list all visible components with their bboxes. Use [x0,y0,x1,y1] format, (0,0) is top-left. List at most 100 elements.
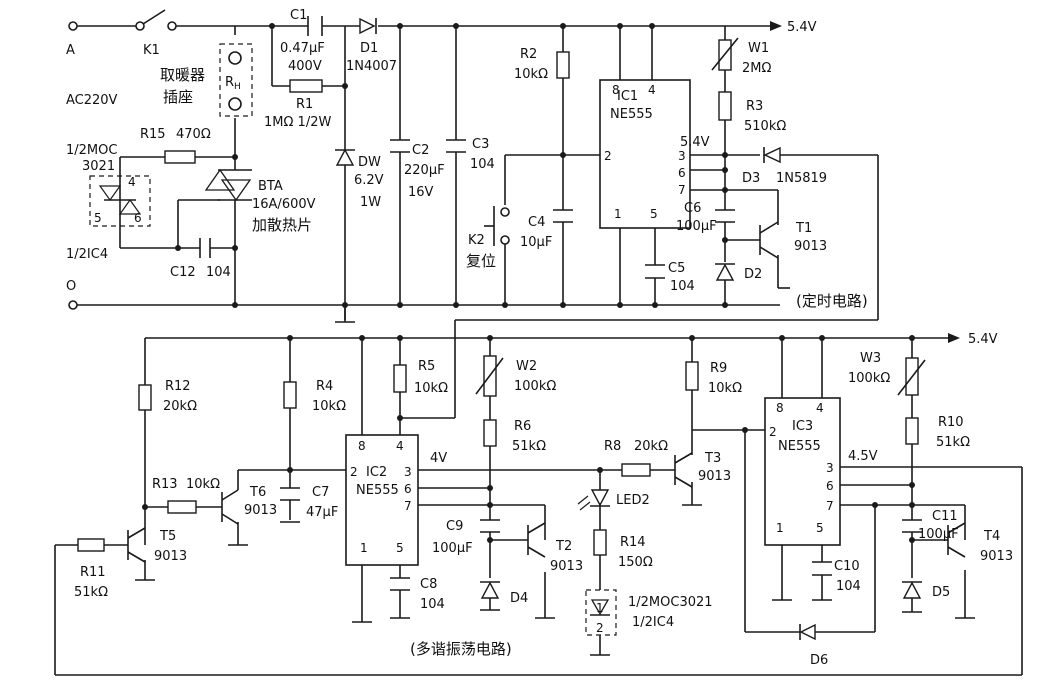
t2-label: T2 [555,539,572,554]
r14-label: R14 [620,535,646,550]
ic2-ne555 [345,434,419,566]
c5-value: 104 [670,279,695,294]
supply-voltage-top: 5.4V [787,20,817,35]
d2-diode [715,263,735,281]
d3-diode [763,146,781,164]
ic3-pin8: 8 [776,401,784,415]
dw-label: DW [358,155,381,170]
ic2-pin4: 4 [396,439,404,453]
r14-resistor [593,529,607,556]
k2-label: K2 [468,233,485,248]
opto-triac-u1 [89,175,151,227]
t6-model: 9013 [244,503,277,518]
d4-label: D4 [510,591,528,606]
ic1-pin4: 4 [648,83,656,97]
ic1-pin1: 1 [614,207,622,221]
c2-capacitor [390,139,410,153]
c9-label: C9 [446,519,463,534]
opto1-line2: 3021 [82,159,115,174]
ic2-pin2: 2 [350,465,358,479]
t6-transistor [221,489,239,525]
t3-transistor [674,452,693,488]
c11-value: 100μF [918,527,959,542]
c10-value: 104 [836,579,861,594]
d6-label: D6 [810,653,828,668]
ic1-pin2: 2 [604,149,612,163]
ic2-pin1: 1 [360,541,368,555]
c6-label: C6 [684,201,701,216]
junctions-top [175,23,728,308]
ic2-type: NE555 [356,483,399,498]
w2-value: 100kΩ [514,379,556,394]
r10-label: R10 [938,415,964,430]
ic3-label: IC3 [792,419,813,434]
d5-diode [902,581,922,599]
c1-voltage: 400V [288,59,322,74]
r10-value: 51kΩ [936,435,970,450]
k1-switch [135,9,177,31]
t3-model: 9013 [698,469,731,484]
c1-capacitor [307,16,323,36]
d3-label: D3 [742,171,760,186]
opto1-pin5: 5 [94,211,102,225]
heater-socket [219,43,253,117]
t2-model: 9013 [550,559,583,574]
opto2-pin2: 2 [596,621,604,635]
supply-arrow-mid [948,333,960,343]
r12-value: 20kΩ [163,399,197,414]
ic3-output-voltage: 4.5V [848,449,878,464]
r3-value: 510kΩ [744,119,786,134]
r4-label: R4 [316,379,333,394]
c7-capacitor [280,487,300,501]
r5-label: R5 [418,359,435,374]
r3-label: R3 [746,99,763,114]
dw-zener [335,148,355,166]
c2-label: C2 [412,143,429,158]
c7-label: C7 [312,485,329,500]
node-a-terminal [68,21,78,31]
c1-label: C1 [290,8,307,23]
k1-label: K1 [143,43,160,58]
t6-label: T6 [249,485,266,500]
r15-value: 470Ω [176,127,211,142]
ic3-pin7: 7 [826,499,834,513]
r3-resistor [718,91,732,121]
c8-label: C8 [420,577,437,592]
dw-power: 1W [360,195,381,210]
w1-potentiometer [711,37,739,71]
c12-label: C12 [170,265,196,280]
c8-value: 104 [420,597,445,612]
supply-arrow-top [770,21,782,31]
led2-diode [577,489,610,511]
c12-value: 104 [206,265,231,280]
c8-capacitor [390,577,410,591]
ic2-pin3: 3 [404,465,412,479]
c4-capacitor [553,209,573,223]
w1-value: 2MΩ [742,61,771,76]
c1-value: 0.47μF [280,41,325,56]
opto1-pin6: 6 [134,211,142,225]
c11-label: C11 [932,509,958,524]
ic3-ne555 [764,397,841,546]
node-o-label: O [66,279,76,294]
c2-voltage: 16V [408,185,434,200]
r8-value: 20kΩ [634,439,668,454]
triac-bta [204,168,252,202]
r2-resistor [556,51,570,79]
ic1-pin3: 3 [678,149,686,163]
opto1-line1: 1/2MOC [66,143,117,158]
ic1-pin5: 5 [650,207,658,221]
r6-value: 51kΩ [512,439,546,454]
t4-label: T4 [983,529,1000,544]
t4-transistor [947,522,966,558]
ac-label: AC220V [66,93,118,108]
r12-resistor [138,384,152,411]
opto1-line3: 1/2IC4 [66,247,108,262]
junctions-bottom [142,335,915,543]
r12-label: R12 [165,379,191,394]
bottom-wires [54,337,1023,676]
bottom-ground-symbols [135,504,975,656]
d3-value: 1N5819 [776,171,827,186]
r1-label: R1 [296,97,313,112]
